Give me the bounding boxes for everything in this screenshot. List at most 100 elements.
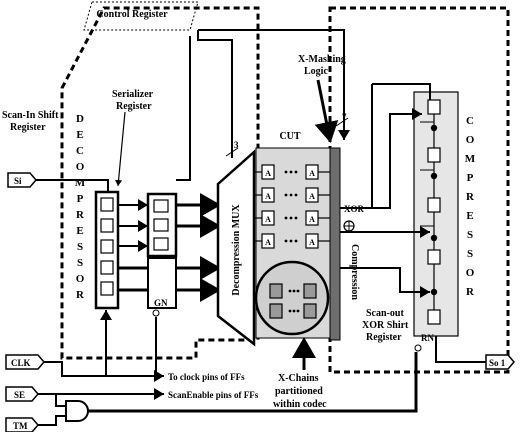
compressor-letter: O: [466, 134, 475, 146]
xor-compression-bar: [329, 147, 341, 341]
compressor-flop: [427, 147, 441, 163]
xor-out-3: [340, 267, 430, 298]
xchains-label-line1: X-Chains: [278, 373, 319, 384]
compressor-letter: S: [467, 248, 473, 260]
chain-continuation-dot: [289, 216, 293, 220]
xmask-label-line1: X-Masking: [298, 54, 346, 65]
clock-pins-label: To clock pins of FFs: [168, 372, 245, 382]
decompressor-letter: O: [76, 161, 85, 173]
decompressor-letter: E: [76, 225, 83, 237]
x-chain-flops: [269, 283, 317, 319]
chain-continuation-dot: [284, 170, 288, 174]
decompressor-letter: P: [77, 193, 84, 205]
decompressor-letter: O: [76, 273, 85, 285]
chain-continuation-dot: [294, 193, 298, 197]
clk-wire: [44, 361, 164, 382]
chain-continuation-dot: [288, 289, 292, 293]
and-output-wire: [88, 352, 418, 413]
scanin-label-line1: Scan-In Shift: [2, 110, 59, 121]
chain-continuation-dot: [292, 289, 296, 293]
decompressor-letter: C: [76, 145, 84, 157]
compressor-letter: S: [467, 229, 473, 241]
scan-flop-glyph: A: [265, 192, 271, 201]
clk-port-label: CLK: [11, 358, 31, 368]
scanin-label-line2: Register: [10, 122, 46, 133]
se-to-and: [55, 394, 66, 407]
decompressor-letter: R: [76, 209, 85, 221]
so-port-label: So 1: [489, 358, 506, 368]
scan-flop-glyph: A: [309, 169, 315, 178]
x-chain-flop: [269, 283, 283, 299]
serializer-gn-box: [147, 257, 177, 309]
compressor-flop: [427, 249, 441, 265]
gn-inverter-bubble: [152, 309, 160, 317]
xchains-label-line3: within codec: [273, 399, 327, 410]
chain-continuation-dot: [294, 216, 298, 220]
se-port: SE: [5, 386, 39, 402]
scanout-label-line1: Scan-out: [366, 308, 404, 319]
decompressor-letter: S: [77, 257, 83, 269]
se-port-label: SE: [14, 390, 25, 400]
serializer-register: [146, 192, 178, 258]
chain-continuation-dot: [284, 193, 288, 197]
si-port: Si: [7, 172, 37, 188]
scan-flop-glyph: A: [265, 215, 271, 224]
compressor-flop: [427, 309, 441, 325]
serializer-label-line1: Serializer: [112, 89, 154, 100]
chain-continuation-dot: [288, 309, 292, 313]
bus3-label: 3: [234, 140, 239, 150]
decompressor-letter: D: [76, 113, 84, 125]
so-wire: [435, 336, 486, 363]
x-chain-flop: [303, 283, 317, 299]
serializer-pointer-arrow: [114, 111, 126, 187]
xor-out-top: [372, 83, 431, 100]
decompressor-letter: M: [75, 177, 86, 189]
compressor-xor-node: [430, 234, 438, 242]
tm-port-label: TM: [13, 421, 28, 431]
chain-continuation-dot: [294, 239, 298, 243]
cut-label: CUT: [279, 131, 300, 142]
compressor-letter: R: [466, 191, 475, 203]
chain-continuation-dot: [292, 309, 296, 313]
bus3-slash: [225, 147, 239, 157]
xmask-pointer-arrow: [314, 79, 339, 143]
x-chains-circle: [254, 260, 330, 336]
decompression-mux: Decompression MUX: [216, 149, 256, 347]
scan-flop-glyph: A: [309, 238, 315, 247]
scan-flop-glyph: A: [309, 192, 315, 201]
compressor-xor-node: [430, 124, 438, 132]
so-port: So 1: [485, 354, 515, 370]
chain-continuation-dot: [289, 170, 293, 174]
control-line-mux: [197, 30, 233, 158]
scan-flop-glyph: A: [265, 169, 271, 178]
xmask-label-line2: Logic: [304, 66, 328, 77]
compressor-letter: O: [466, 267, 475, 279]
chain-continuation-dot: [284, 239, 288, 243]
si-port-label: Si: [14, 176, 22, 186]
rn-label: RN: [421, 333, 434, 343]
rn-inverter-bubble: [414, 344, 422, 352]
scanout-label-line3: Register: [366, 332, 402, 343]
control-line-ser: [176, 36, 191, 181]
decompressor-letter: R: [76, 289, 85, 301]
chain-continuation-dot: [294, 170, 298, 174]
and-gate: [65, 400, 89, 422]
compressor-letter: R: [466, 286, 475, 298]
control-register-label: Control Register: [96, 9, 168, 20]
si-wire: [36, 179, 109, 192]
chain-continuation-dot: [296, 289, 300, 293]
decompression-mux-label: Decompression MUX: [231, 204, 242, 296]
xchains-label-line2: partitioned: [275, 386, 323, 397]
xor-out-1: [340, 108, 422, 209]
compressor-letter: E: [466, 210, 473, 222]
gn-label: GN: [154, 298, 168, 308]
compressor-letter: P: [467, 172, 474, 184]
compressor-letter: M: [465, 153, 476, 165]
x-chain-flop: [303, 303, 317, 319]
bus7-label: 7: [342, 112, 347, 122]
scan-flop-glyph: A: [309, 215, 315, 224]
